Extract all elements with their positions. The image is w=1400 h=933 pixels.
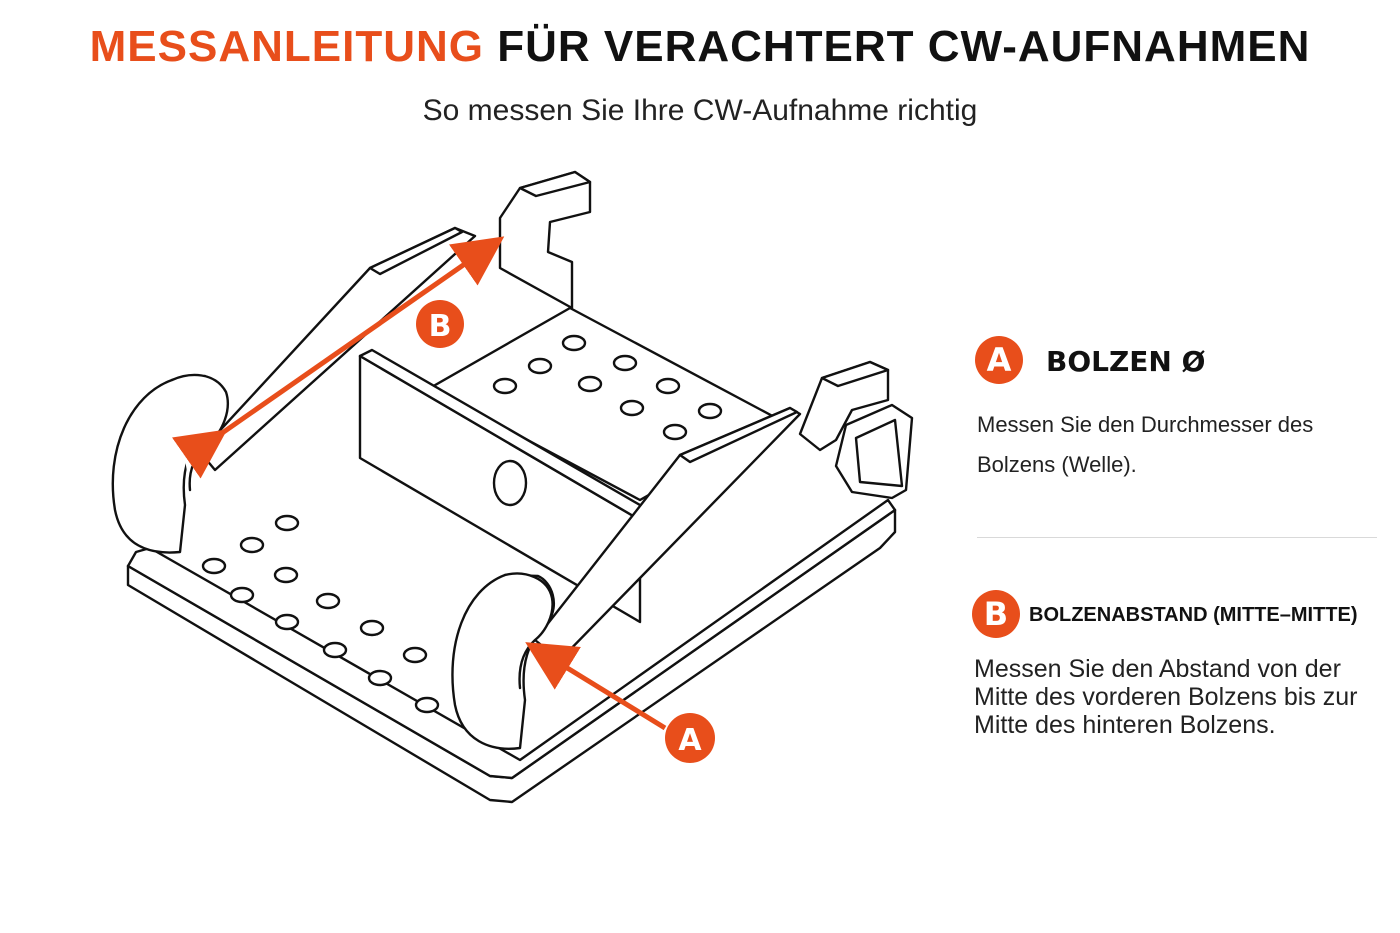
arrow-b <box>171 236 505 479</box>
diagram-label-a: A <box>665 713 715 763</box>
diagram-label-a-text: A <box>678 723 702 758</box>
title-accent: MESSANLEITUNG <box>89 22 484 71</box>
badge-a: A <box>975 336 1023 384</box>
diagram-label-b-text: B <box>429 309 452 344</box>
description-bolt-distance: Messen Sie den Abstand von der Mitte des… <box>974 655 1358 739</box>
base-plate <box>126 498 897 804</box>
description-bolt-diameter: Messen Sie den Durchmesser des Bolzens (… <box>977 412 1314 477</box>
right-hook <box>798 360 890 452</box>
title-rest: FÜR VERACHTERT CW-AUFNAHMEN <box>497 22 1311 71</box>
right-front-mount <box>451 572 555 750</box>
heading-bolt-distance: BOLZENABSTAND (MITTE–MITTE) <box>1029 604 1358 626</box>
coupler-diagram: B A <box>111 170 914 804</box>
left-hook <box>498 170 592 310</box>
diagram-label-b: B <box>416 300 464 348</box>
arrow-a <box>525 642 667 731</box>
page-title: MESSANLEITUNG FÜR VERACHTERT CW-AUFNAHME… <box>0 22 1400 72</box>
badge-b: B <box>972 590 1020 638</box>
right-side-plate <box>533 406 802 662</box>
front-hole-pattern <box>201 514 440 714</box>
measure-arrows <box>171 236 667 731</box>
divider <box>977 537 1377 538</box>
heading-bolt-diameter: BOLZEN Ø <box>1046 345 1206 378</box>
page-subtitle: So messen Sie Ihre CW-Aufnahme richtig <box>422 94 978 127</box>
locking-wedge <box>834 403 914 500</box>
